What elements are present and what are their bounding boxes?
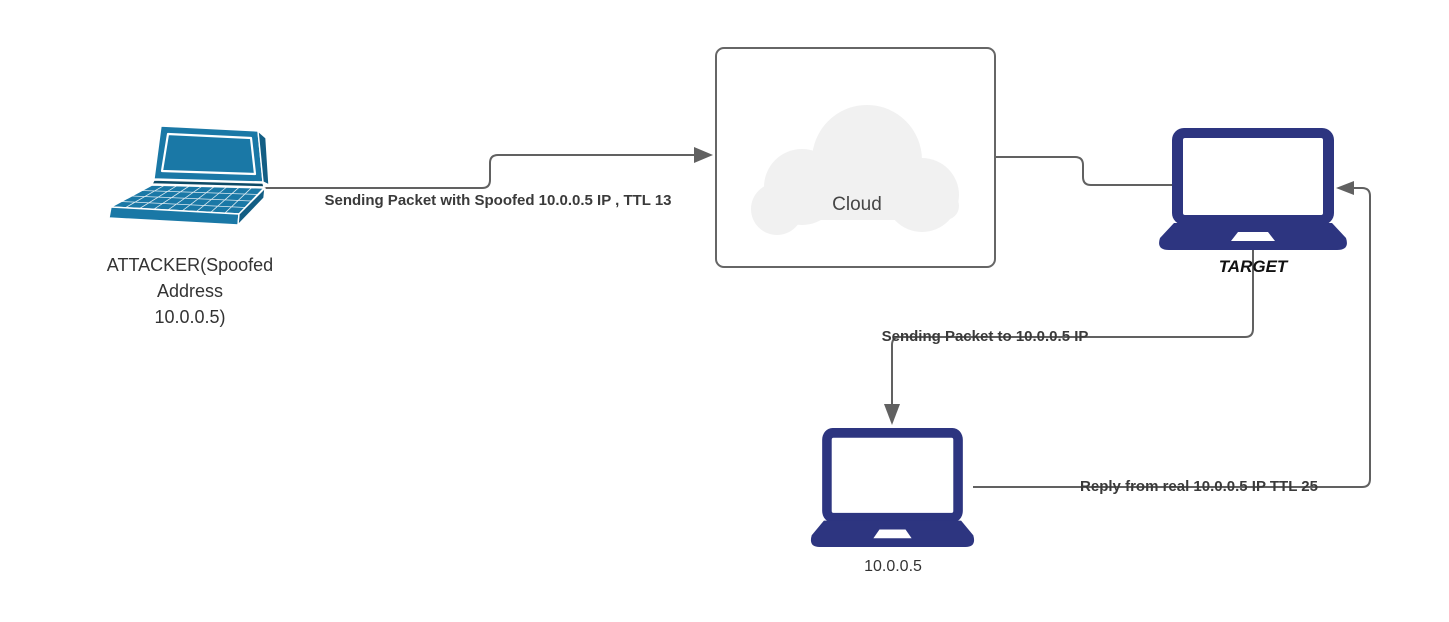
cloud-label: Cloud: [832, 194, 882, 215]
target-label: TARGET: [1218, 257, 1288, 276]
real-host-node: [810, 428, 975, 552]
attacker-node: [98, 122, 270, 239]
cloud-icon: [751, 105, 959, 235]
edge-label-sending-packet: Sending Packet to 10.0.0.5 IP: [881, 328, 1089, 345]
arrowhead-into-cloud-icon: [694, 147, 713, 163]
edge-target-to-real-host-line: [891, 250, 1254, 406]
edge-label-reply-packet: Reply from real 10.0.0.5 IP TTL 25: [1080, 478, 1318, 495]
attacker-laptop-icon: [108, 125, 270, 226]
edge-attacker-to-cloud-line: [263, 154, 696, 189]
target-laptop-icon: [1159, 128, 1347, 250]
edge-real-host-to-target-line: [973, 187, 1371, 488]
arrowhead-into-real-host-icon: [884, 404, 900, 425]
attacker-label-line-1: ATTACKER(Spoofed: [106, 255, 274, 275]
target-node: [1158, 128, 1348, 255]
attacker-label-line-3: 10.0.0.5): [154, 307, 226, 327]
edge-label-spoofed-packet: Sending Packet with Spoofed 10.0.0.5 IP …: [324, 192, 672, 209]
cloud-box: Cloud: [715, 47, 996, 268]
edge-cloud-to-target-line: [996, 156, 1172, 186]
real-host-laptop-icon: [810, 428, 975, 547]
arrowhead-into-target-icon: [1336, 181, 1354, 195]
attacker-label: ATTACKER(Spoofed Address 10.0.0.5): [107, 252, 273, 330]
real-host-label: 10.0.0.5: [864, 558, 922, 575]
attacker-label-line-2: Address: [156, 281, 224, 301]
